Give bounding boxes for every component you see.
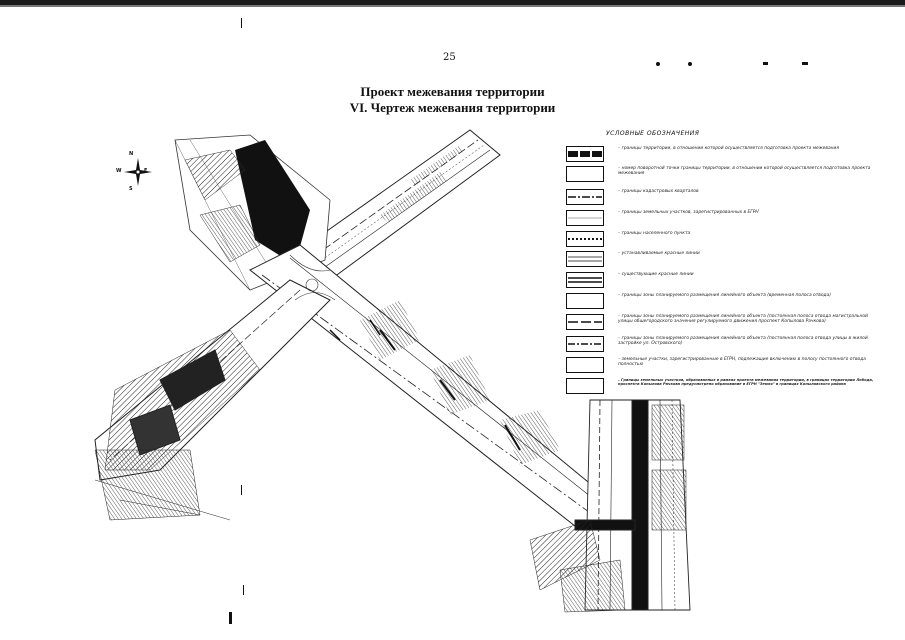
legend-symbol-plain-box [566, 293, 604, 309]
scan-speck [229, 612, 232, 624]
legend-text: – существующие красные линии [618, 272, 694, 277]
legend-symbol-dash-dot [566, 189, 604, 205]
compass-north: N [129, 151, 134, 157]
page-number: 25 [443, 52, 456, 63]
legend-symbol-point-number [566, 166, 604, 182]
road-southeast-vertical [529, 399, 691, 613]
compass-west: W [116, 168, 122, 174]
scan-speck [241, 18, 242, 28]
road-main-diagonal [249, 244, 611, 531]
legend-symbol-dotted [566, 231, 604, 247]
scan-speck [243, 585, 244, 595]
legend-symbol-boundary [566, 146, 604, 162]
scan-top-border [0, 0, 905, 5]
legend-text: – границы зоны планируемого размещения л… [618, 293, 831, 298]
map-legend: УСЛОВНЫЕ ОБОЗНАЧЕНИЯ – границы территори… [566, 130, 886, 400]
scan-speck [688, 62, 692, 66]
legend-text: – границы зоны планируемого размещения л… [618, 314, 868, 325]
page-subtitle: VI. Чертеж межевания территории [349, 100, 556, 115]
legend-symbol-dash-dot-bold [566, 336, 604, 352]
legend-text: – границы кадастровых кварталов [618, 189, 699, 194]
scan-speck [802, 62, 808, 65]
legend-text: – границы населенного пункта [618, 231, 691, 236]
road-northeast [299, 129, 501, 281]
scan-speck [763, 62, 768, 65]
legend-text: – границы зоны планируемого размещения л… [618, 336, 868, 347]
scan-speck [656, 62, 660, 66]
intersection [289, 254, 381, 341]
legend-text: – устанавливаемые красные линии [618, 251, 700, 256]
legend-symbol-plain-box [566, 357, 604, 373]
legend-symbol-plain-box [566, 378, 604, 394]
page-title: Проект межевания территории [360, 84, 545, 99]
legend-text: – Границы земельных участков, образованн… [618, 378, 874, 387]
scan-speck [241, 485, 242, 495]
legend-text: – границы земельных участков, зарегистри… [618, 210, 759, 215]
legend-symbol-double-line [566, 251, 604, 267]
legend-text: – номер поворотной точки границы террито… [618, 166, 871, 177]
legend-symbol-double-line-bold [566, 272, 604, 288]
road-southwest [94, 279, 331, 521]
legend-text: – земельные участки, зарегистрированные … [618, 357, 866, 368]
compass-rose: N S W E [116, 150, 160, 194]
legend-title: УСЛОВНЫЕ ОБОЗНАЧЕНИЯ [606, 130, 700, 137]
compass-icon [124, 158, 152, 186]
compass-south: S [129, 186, 133, 192]
scan-top-border-shadow [0, 5, 905, 7]
compass-east: E [144, 168, 148, 174]
legend-text: – границы территории, в отношении которо… [618, 146, 840, 151]
legend-symbol-long-dash [566, 314, 604, 330]
legend-symbol-thin-line [566, 210, 604, 226]
